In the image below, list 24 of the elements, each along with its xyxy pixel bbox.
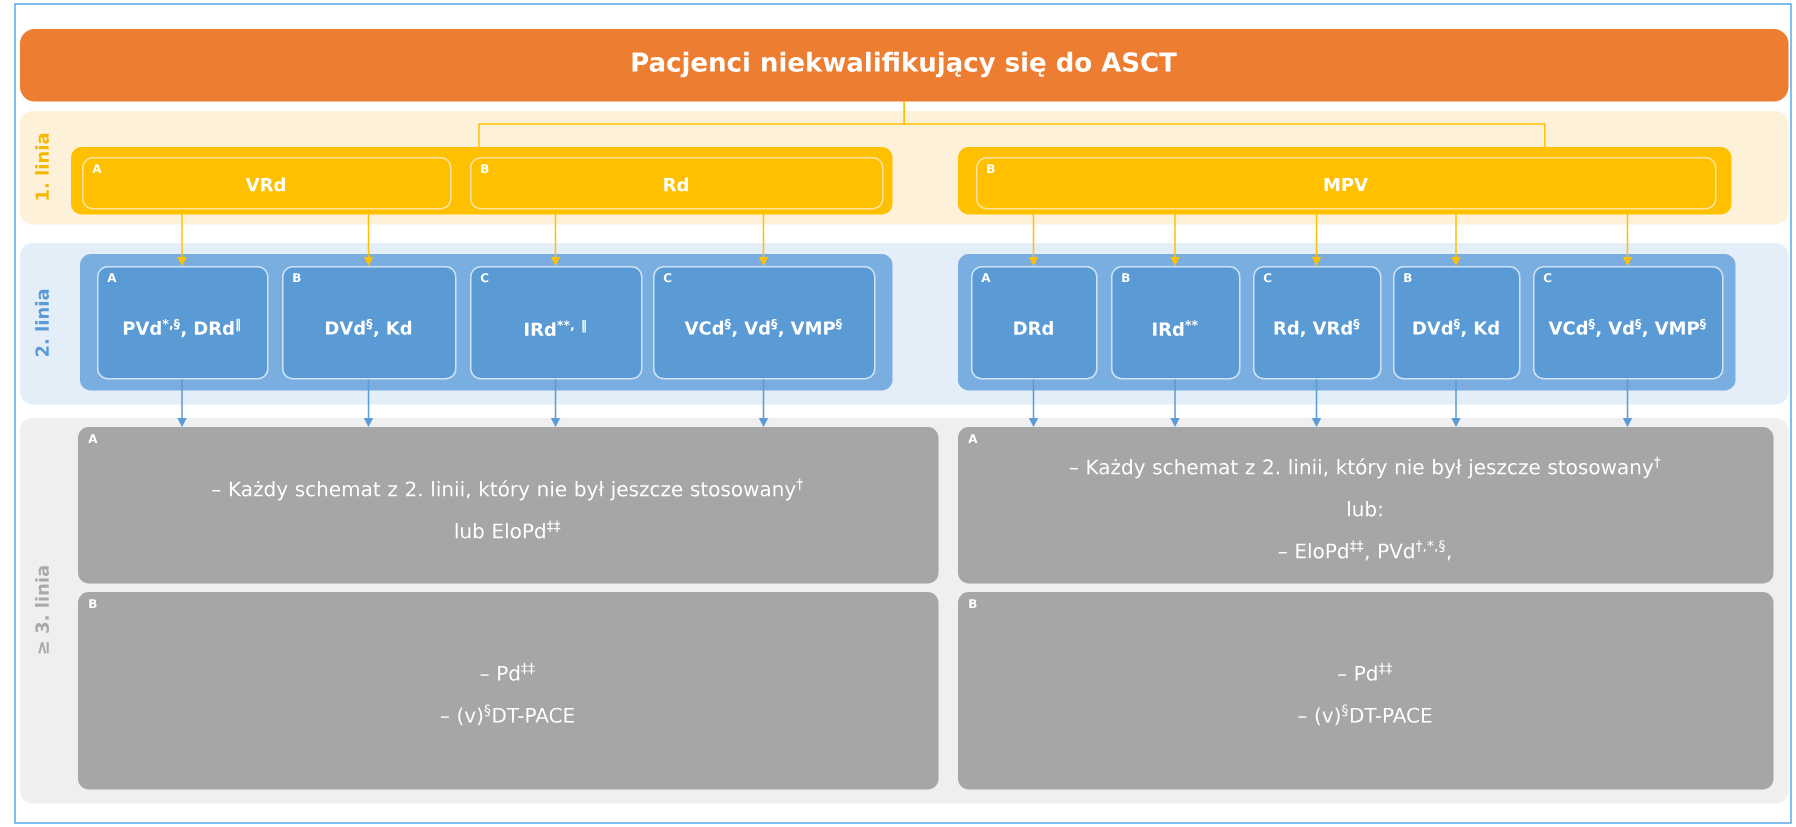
regimen-box: C VCd$^{§}$, Vd$^{§}$, VMP$^{§}$ (1533, 266, 1724, 380)
regimen-box: B DVd$^{§}$, Kd (282, 266, 457, 380)
regimen-box: C IRd$^{**, ‖}$ (470, 266, 643, 380)
connector-line (903, 100, 1546, 148)
arrow (177, 208, 187, 266)
regimen-panel: B – Pd$^{‡‡}$ – (v)$^{§}$DT-PACE (78, 592, 939, 790)
regimen-box: A VRd (82, 157, 452, 210)
arrow (1451, 378, 1461, 427)
regimen-box: C Rd, VRd$^{§}$ (1253, 266, 1382, 380)
regimen-box: B DVd$^{§}$, Kd (1393, 266, 1521, 380)
arrow (1170, 378, 1180, 427)
regimen-box: A PVd$^{*,§}$, DRd$^{‖}$ (97, 266, 269, 380)
title-banner: Pacjenci niekwalifikujący się do ASCT (20, 29, 1789, 102)
arrow (1451, 208, 1461, 266)
arrow (1170, 208, 1180, 266)
regimen-panel: A – Każdy schemat z 2. linii, który nie był jeszcze stosowany$^{†}$ lub: – EloPd$^{‡‡}$, PVd$^{†,*,§}$, (958, 427, 1774, 584)
regimen-box: A DRd (971, 266, 1098, 380)
regimen-box: B Rd (470, 157, 884, 210)
arrow (177, 378, 187, 427)
regimen-box: B MPV (976, 157, 1717, 210)
regimen-panel: B – Pd$^{‡‡}$ – (v)$^{§}$DT-PACE (958, 592, 1774, 790)
regimen-panel: A – Każdy schemat z 2. linii, który nie był jeszcze stosowany$^{†}$ lub EloPd$^{‡‡}$ (78, 427, 939, 584)
regimen-box: B IRd$^{**}$ (1111, 266, 1241, 380)
regimen-box: C VCd$^{§}$, Vd$^{§}$, VMP$^{§}$ (653, 266, 876, 380)
